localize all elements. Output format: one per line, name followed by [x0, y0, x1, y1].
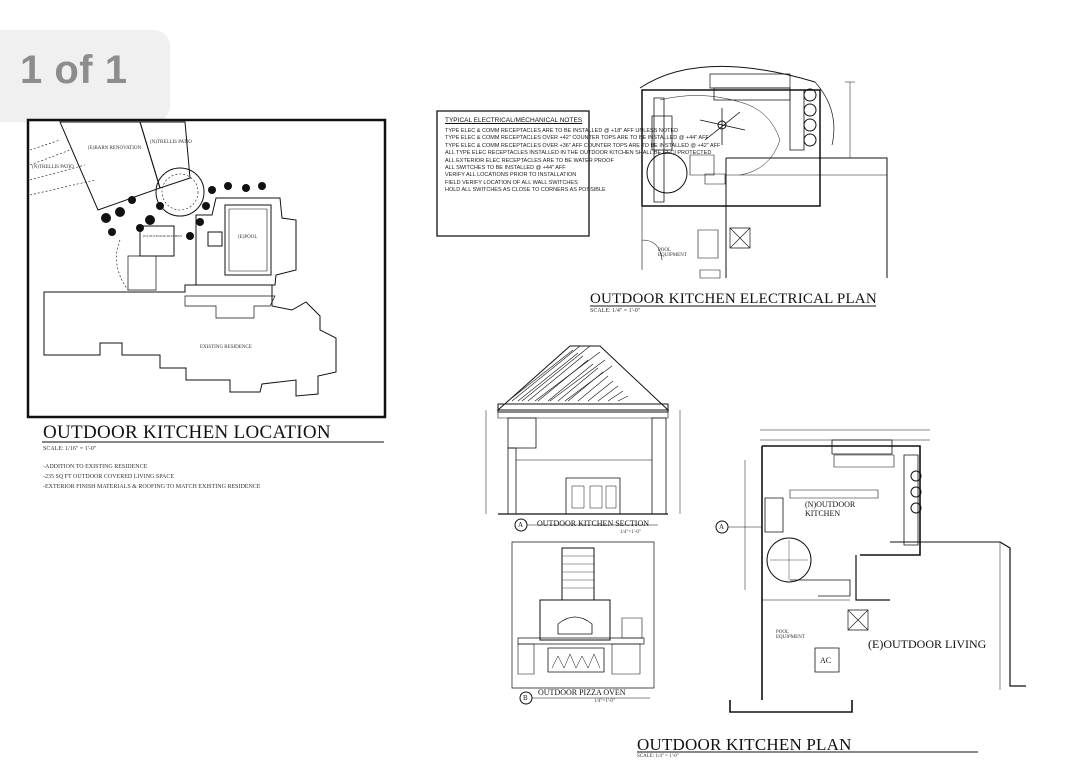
label-kitchen-small: (N) OUTDOOR KITCHEN: [143, 234, 183, 238]
plan-ac: AC: [820, 656, 832, 665]
page-counter-badge: 1 of 1: [0, 30, 170, 122]
section-marker: A: [518, 521, 524, 529]
section-title: OUTDOOR KITCHEN SECTION: [537, 519, 649, 528]
label-residence: EXISTING RESIDENCE: [200, 345, 252, 350]
kitchen-section: [486, 346, 680, 531]
pizza-oven-title: OUTDOOR PIZZA OVEN: [538, 688, 626, 697]
pizza-oven-scale: 1/4"=1'-0": [594, 699, 615, 704]
plan-pool-equipment: POOL EQUIPMENT: [776, 630, 805, 640]
electrical-note: VERIFY ALL LOCATIONS PRIOR TO INSTALLATI…: [445, 172, 577, 179]
electrical-plan-title: OUTDOOR KITCHEN ELECTRICAL PLAN: [590, 291, 877, 307]
label-barn: (E)BARN RENOVATION: [88, 146, 142, 151]
label-trellis-2: (N)TRELLIS PATIO: [32, 165, 74, 170]
site-plan: [28, 120, 385, 417]
pizza-oven-elevation: [512, 542, 654, 704]
kitchen-plan-title: OUTDOOR KITCHEN PLAN: [637, 735, 852, 754]
plan-outdoor-kitchen: (N)OUTDOOR KITCHEN: [805, 500, 856, 518]
page-counter: 1 of 1: [20, 48, 128, 92]
electrical-pool-equipment: POOL EQUIPMENT: [658, 248, 687, 258]
label-pool: (E)POOL: [238, 235, 258, 240]
location-scale: SCALE: 1/16" = 1'-0": [43, 446, 97, 452]
electrical-note: FIELD VERIFY LOCATION OF ALL WALL SWITCH…: [445, 179, 578, 186]
section-scale: 1/4"=1'-0": [620, 530, 641, 535]
electrical-plan: [640, 66, 887, 278]
location-note-3: -EXTERIOR FINISH MATERIALS & ROOFING TO …: [43, 484, 261, 490]
electrical-note: ALL EXTERIOR ELEC RECEPTACLES ARE TO BE …: [445, 157, 614, 164]
kitchen-floor-plan: [716, 430, 1026, 712]
electrical-note: TYPE ELEC & COMM RECEPTACLES OVER +42" C…: [445, 135, 709, 142]
pizza-marker: B: [523, 694, 528, 702]
label-trellis-1: (N)TRELLIS PATIO: [150, 140, 192, 145]
location-title: OUTDOOR KITCHEN LOCATION: [43, 422, 331, 443]
electrical-note: HOLD ALL SWITCHES AS CLOSE TO CORNERS AS…: [445, 187, 606, 194]
plan-marker: A: [719, 523, 725, 531]
electrical-notes-list: TYPE ELEC & COMM RECEPTACLES ARE TO BE I…: [445, 128, 721, 195]
plan-outdoor-living: (E)OUTDOOR LIVING: [868, 637, 987, 651]
electrical-notes-title: TYPICAL ELECTRICAL/MECHANICAL NOTES: [445, 117, 583, 124]
kitchen-plan-scale: SCALE: 1/4" = 1'-0": [637, 754, 679, 759]
electrical-plan-scale: SCALE: 1/4" = 1'-0": [590, 308, 641, 314]
electrical-note: TYPE ELEC & COMM RECEPTACLES ARE TO BE I…: [445, 128, 679, 134]
location-note-2: -235 SQ FT OUTDOOR COVERED LIVING SPACE: [43, 474, 175, 480]
location-note-1: -ADDITION TO EXISTING RESIDENCE: [43, 464, 148, 470]
electrical-note: ALL TYPE ELEC RECEPTACLES INSTALLED IN T…: [445, 150, 712, 157]
electrical-note: ALL SWITCHES TO BE INSTALLED @ +44" AFF: [445, 165, 566, 172]
electrical-note: TYPE ELEC & COMM RECEPTACLES OVER +36" A…: [445, 142, 721, 149]
